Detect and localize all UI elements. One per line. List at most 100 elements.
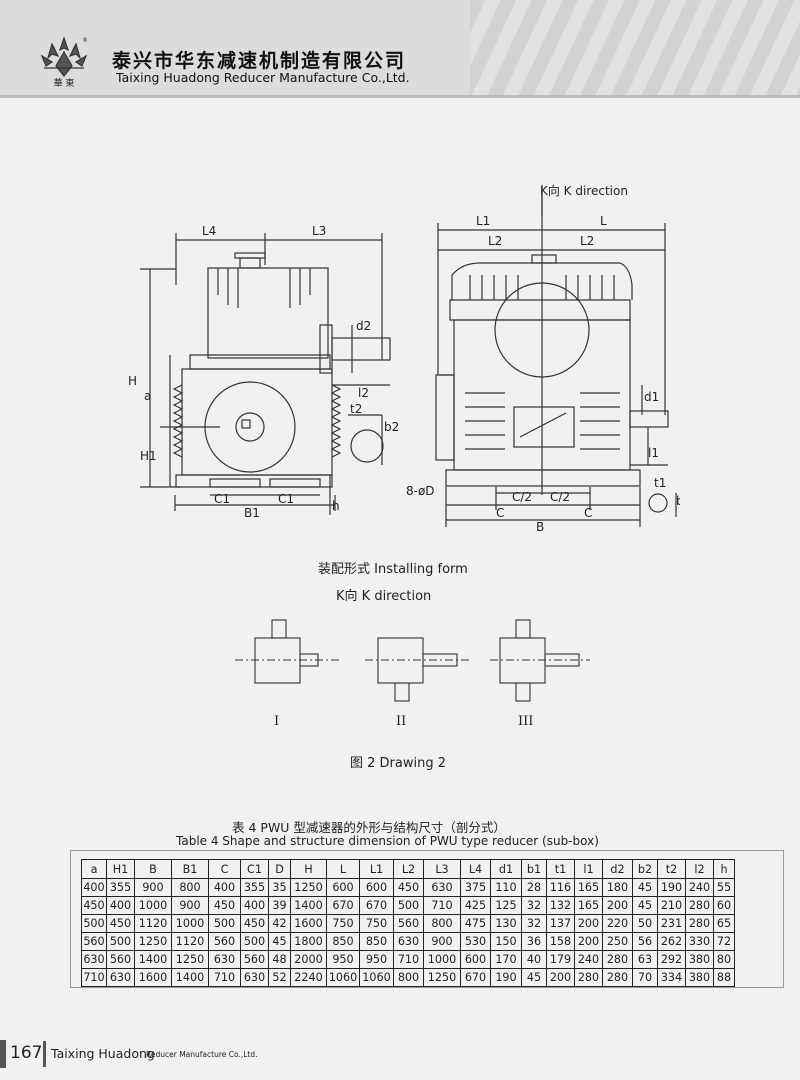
- right-input-shaft: [629, 410, 669, 428]
- table-cell: 450: [240, 914, 269, 933]
- table-cell: 1400: [134, 950, 172, 969]
- table-cell: 280: [602, 950, 633, 969]
- table-cell: 900: [423, 932, 461, 951]
- k-direction-top: K向 K direction: [540, 183, 628, 198]
- left-lower-housing: [181, 368, 333, 476]
- label-Ca: C: [496, 506, 504, 520]
- company-name-en: Taixing Huadong Reducer Manufacture Co.,…: [116, 70, 410, 85]
- table-cell: 262: [657, 932, 686, 951]
- table-cell: 850: [326, 932, 360, 951]
- table-cell: 670: [326, 896, 360, 915]
- table-cell: 560: [240, 950, 269, 969]
- table-title-cn: 表 4 PWU 型减速器的外形与结构尺寸（剖分式）: [232, 820, 506, 835]
- table-cell: 1060: [359, 968, 394, 987]
- table-cell: 500: [81, 914, 107, 933]
- table-cell: 231: [657, 914, 686, 933]
- table-cell: 400: [106, 896, 135, 915]
- table-cell: 330: [685, 932, 714, 951]
- table-cell: 500: [208, 914, 241, 933]
- form-II-label: II: [396, 714, 406, 729]
- table-cell: 375: [460, 878, 491, 897]
- table-header-cell: h: [713, 859, 735, 879]
- label-holes: 8-øD: [406, 484, 435, 498]
- table-cell: 1250: [134, 932, 172, 951]
- label-t1: t1: [654, 476, 666, 490]
- table-cell: 530: [460, 932, 491, 951]
- table-cell: 280: [685, 914, 714, 933]
- table-cell: 450: [81, 896, 107, 915]
- table-cell: 200: [602, 896, 633, 915]
- table-cell: 450: [208, 896, 241, 915]
- table-cell: 400: [240, 896, 269, 915]
- header-divider: [0, 95, 800, 98]
- table-cell: 800: [423, 914, 461, 933]
- table-cell: 750: [359, 914, 394, 933]
- table-header-cell: H: [290, 859, 327, 879]
- table-cell: 39: [268, 896, 291, 915]
- label-h: h: [332, 499, 340, 513]
- table-header-cell: l1: [574, 859, 603, 879]
- left-bore: [235, 412, 265, 442]
- table-cell: 600: [326, 878, 360, 897]
- table-header-cell: H1: [106, 859, 135, 879]
- table-cell: 500: [393, 896, 424, 915]
- table-header-cell: L2: [393, 859, 424, 879]
- table-cell: 220: [602, 914, 633, 933]
- label-B: B: [536, 520, 544, 534]
- table-header-cell: C1: [240, 859, 269, 879]
- table-cell: 475: [460, 914, 491, 933]
- table-cell: 710: [393, 950, 424, 969]
- footer-bar: [0, 1040, 6, 1068]
- left-base: [175, 474, 333, 488]
- right-nameplate: [513, 406, 575, 448]
- table-cell: 600: [460, 950, 491, 969]
- table-cell: 65: [713, 914, 735, 933]
- label-d1: d1: [644, 390, 659, 404]
- table-header-cell: a: [81, 859, 107, 879]
- table-cell: 400: [208, 878, 241, 897]
- table-cell: 1250: [423, 968, 461, 987]
- table-cell: 670: [460, 968, 491, 987]
- table-cell: 900: [134, 878, 172, 897]
- table-header-cell: l2: [685, 859, 714, 879]
- table-cell: 630: [240, 968, 269, 987]
- label-L: L: [600, 214, 607, 228]
- table-cell: 52: [268, 968, 291, 987]
- table-cell: 200: [574, 932, 603, 951]
- table-cell: 630: [106, 968, 135, 987]
- logo-text: 華 東: [54, 77, 75, 89]
- table-cell: 380: [685, 950, 714, 969]
- table-cell: 158: [546, 932, 575, 951]
- label-L2a: L2: [488, 234, 502, 248]
- table-header-cell: L1: [359, 859, 394, 879]
- table-header-cell: d2: [602, 859, 633, 879]
- table-cell: 1400: [290, 896, 327, 915]
- table-cell: 450: [393, 878, 424, 897]
- table-cell: 800: [171, 878, 209, 897]
- logo-registered-mark: ®: [82, 37, 88, 44]
- label-L1: L1: [476, 214, 490, 228]
- table-cell: 2000: [290, 950, 327, 969]
- table-cell: 2240: [290, 968, 327, 987]
- table-cell: 56: [632, 932, 658, 951]
- label-b2: b2: [384, 420, 399, 434]
- table-cell: 950: [326, 950, 360, 969]
- table-cell: 116: [546, 878, 575, 897]
- right-flange: [449, 299, 631, 321]
- table-cell: 1250: [290, 878, 327, 897]
- table-cell: 450: [106, 914, 135, 933]
- table-cell: 600: [359, 878, 394, 897]
- left-flange: [189, 354, 331, 370]
- table-header-cell: L3: [423, 859, 461, 879]
- table-cell: 240: [574, 950, 603, 969]
- table-cell: 63: [632, 950, 658, 969]
- table-cell: 240: [685, 878, 714, 897]
- table-header-cell: D: [268, 859, 291, 879]
- company-logo: 華 東 ®: [40, 36, 88, 89]
- table-cell: 45: [268, 932, 291, 951]
- table-cell: 190: [490, 968, 522, 987]
